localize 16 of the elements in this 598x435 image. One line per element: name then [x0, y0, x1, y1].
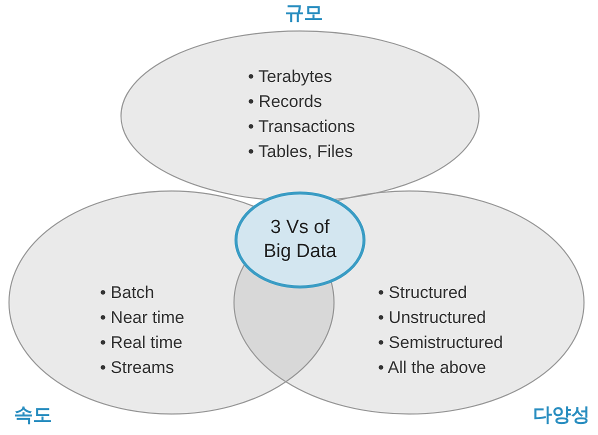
list-item: • Near time: [100, 307, 184, 329]
list-item: • Streams: [100, 357, 175, 379]
list-item: • All the above: [378, 357, 488, 379]
list-item: • Tables, Files: [248, 141, 354, 163]
list-item: • Semistructured: [378, 332, 503, 354]
list-item: • Terabytes: [248, 66, 334, 88]
list-item: • Real time: [100, 332, 184, 354]
set-heading: 다양성: [533, 404, 590, 428]
list-item: • Batch: [100, 282, 156, 304]
center-label: 3 Vs of Big Data: [262, 216, 338, 264]
set-heading: 규모: [285, 2, 323, 26]
set-heading: 속도: [14, 404, 52, 428]
list-item: • Transactions: [248, 116, 356, 138]
list-item: • Records: [248, 91, 323, 113]
list-item: • Unstructured: [378, 307, 487, 329]
list-item: • Structured: [378, 282, 468, 304]
